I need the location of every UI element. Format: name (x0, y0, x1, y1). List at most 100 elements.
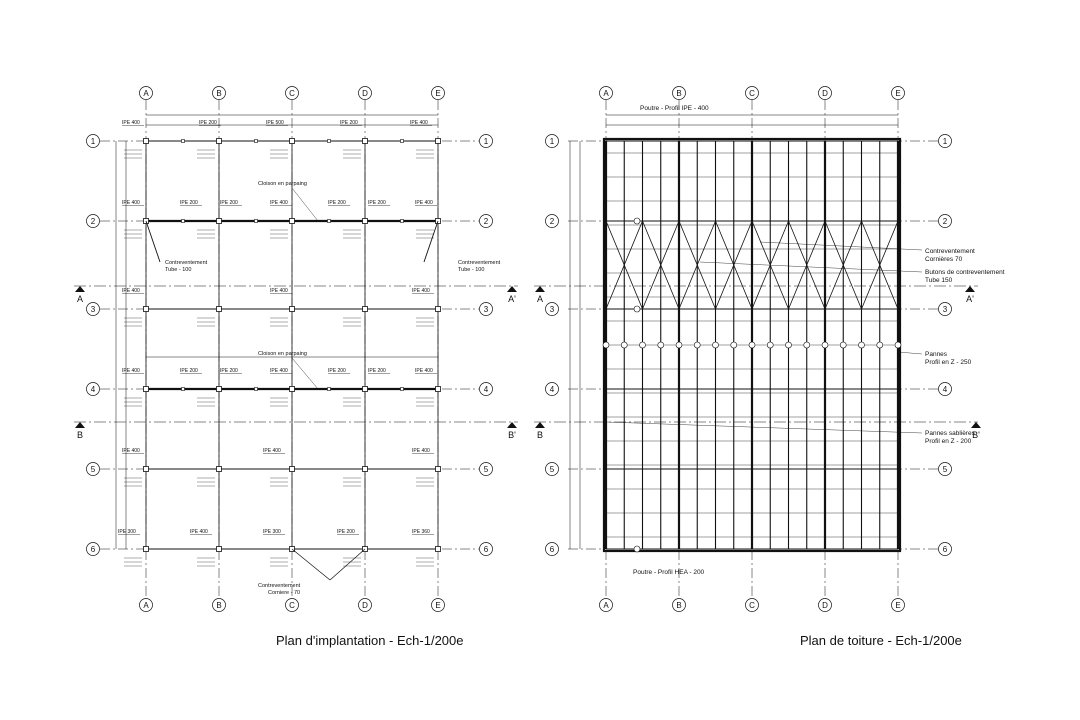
grid-col-bottom-D: D (822, 601, 828, 610)
grid-col-top-B: B (676, 89, 681, 98)
grid-row-left-5-bubble (86, 462, 100, 476)
grid-col-top-D-bubble (358, 86, 372, 100)
section-mark-b2-arrow (507, 422, 517, 428)
grid-row-left-6-bubble (545, 542, 559, 556)
grid-row-right-1-bubble (479, 134, 493, 148)
grid-col-bottom-E: E (435, 601, 440, 610)
purlin-section-marker (785, 341, 792, 349)
beam-label: IPE 200 (328, 200, 346, 206)
section-mark-a-arrow (75, 286, 85, 292)
grid-col-top-E-bubble (891, 86, 905, 100)
purlin-section-marker (602, 341, 610, 349)
column-base-plate (216, 466, 222, 472)
grid-row-right-1: 1 (484, 137, 489, 146)
column-base-plate (216, 546, 222, 552)
purlin-section-marker (730, 341, 738, 349)
purlin-section-marker (894, 341, 902, 349)
section-mark-a: A (77, 294, 83, 304)
intermediate-column (254, 387, 258, 391)
note-contrev-left-2: Tube - 100 (165, 267, 191, 273)
grid-row-right-3: 3 (943, 305, 948, 314)
leader-line (759, 241, 923, 251)
grid-col-top-B: B (216, 89, 221, 98)
purlin-section-marker (821, 341, 829, 349)
bracing-diagonal (329, 548, 366, 581)
section-mark-a2-arrow (965, 286, 975, 292)
purlin-section-marker (748, 341, 756, 349)
purlin-section-marker (803, 341, 811, 349)
column-base-plate (435, 546, 441, 552)
bracing-x (605, 220, 643, 310)
grid-col-bottom-A-bubble (599, 598, 613, 612)
grid-row-right-2-bubble (479, 214, 493, 228)
grid-row-right-6-bubble (938, 542, 952, 556)
grid-row-left-2: 2 (91, 217, 96, 226)
note-contrev-left-1: Contreventement (165, 260, 208, 266)
intermediate-column (400, 139, 404, 143)
beam-label: IPE 400 (190, 529, 208, 535)
grid-col-top-D: D (822, 89, 828, 98)
column-base-plate (143, 546, 149, 552)
grid-row-right-6: 6 (484, 545, 489, 554)
note-contrev-2: Cornières 70 (925, 256, 963, 263)
grid-col-bottom-A: A (603, 601, 609, 610)
column-base-plate (289, 466, 295, 472)
beam-label: IPE 360 (412, 529, 430, 535)
beam-label: IPE 300 (118, 529, 136, 535)
grid-col-top-D: D (362, 89, 368, 98)
top-beam-label: Poutre - Profil IPE - 400 (640, 105, 709, 112)
column-base-plate (289, 218, 295, 224)
bottom-beam-label: Poutre - Profil HEA - 200 (633, 569, 705, 576)
bracing-diagonal (291, 548, 331, 581)
purlin-section-marker (693, 341, 701, 349)
grid-col-bottom-A: A (143, 601, 149, 610)
grid-col-bottom-C: C (749, 601, 755, 610)
leader-line (291, 187, 319, 222)
grid-row-right-3: 3 (484, 305, 489, 314)
grid-col-top-E-bubble (431, 86, 445, 100)
grid-row-left-6: 6 (550, 545, 555, 554)
beam-label: IPE 400 (122, 368, 140, 374)
grid-row-left-1: 1 (91, 137, 96, 146)
note-sablieres-1: Pannes sablières (925, 430, 976, 437)
buton-marker (633, 305, 641, 313)
leader-line (897, 351, 923, 355)
intermediate-column (254, 219, 258, 223)
leader-line (605, 421, 923, 434)
bracing-x (715, 220, 753, 310)
column-base-plate (435, 138, 441, 144)
beam-label: IPE 400 (263, 448, 281, 454)
column-base-plate (362, 386, 368, 392)
grid-row-right-5: 5 (943, 465, 948, 474)
beam-label: IPE 400 (270, 368, 288, 374)
grid-row-right-3-bubble (479, 302, 493, 316)
grid-col-top-E: E (895, 89, 900, 98)
intermediate-column (400, 219, 404, 223)
note-contrev-right-2: Tube - 100 (458, 267, 484, 273)
grid-col-bottom-A-bubble (139, 598, 153, 612)
beam-label: IPE 200 (368, 200, 386, 206)
purlin-section-marker (858, 341, 865, 349)
intermediate-column (327, 387, 331, 391)
grid-row-right-4-bubble (479, 382, 493, 396)
grid-row-right-6: 6 (943, 545, 948, 554)
note-contrev-bottom-1: Contreventement (258, 583, 301, 589)
column-base-plate (362, 218, 368, 224)
bracing-x (788, 220, 826, 310)
grid-row-left-1-bubble (86, 134, 100, 148)
section-mark-b: B (77, 430, 83, 440)
section-mark-b2-arrow (971, 422, 981, 428)
section-mark-a2: A' (966, 294, 974, 304)
grid-col-bottom-B: B (216, 601, 221, 610)
grid-row-left-4-bubble (86, 382, 100, 396)
beam-label: IPE 200 (328, 368, 346, 374)
leader-line (699, 261, 923, 273)
grid-col-bottom-E-bubble (431, 598, 445, 612)
grid-col-top-B-bubble (672, 86, 686, 100)
beam-label: IPE 400 (122, 288, 140, 294)
grid-row-right-3-bubble (938, 302, 952, 316)
grid-row-right-2: 2 (484, 217, 489, 226)
grid-row-right-1-bubble (938, 134, 952, 148)
grid-row-left-2-bubble (545, 214, 559, 228)
